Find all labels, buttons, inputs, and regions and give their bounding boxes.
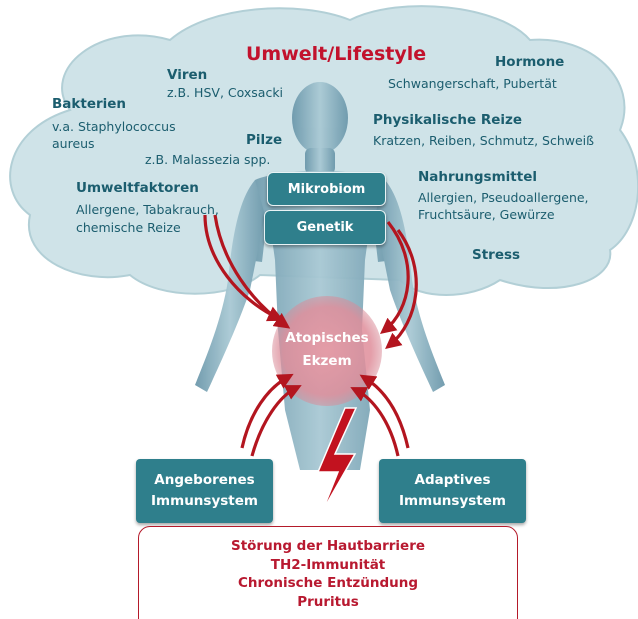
center-label-line1: Atopisches bbox=[272, 327, 382, 350]
factor-pilze-heading: Pilze bbox=[246, 133, 282, 149]
factor-physikalische-reize-heading: Physikalische Reize bbox=[373, 113, 522, 129]
factor-hormone-detail: Schwangerschaft, Pubertät bbox=[388, 77, 557, 91]
factor-bakterien-heading: Bakterien bbox=[52, 97, 126, 113]
factor-umweltfaktoren-detail: Allergene, Tabakrauch, bbox=[76, 203, 219, 217]
factor-physikalische-reize-detail: Kratzen, Reiben, Schmutz, Schweiß bbox=[373, 134, 594, 148]
outcome-item: Pruritus bbox=[139, 593, 517, 612]
adaptive-immune-box: Adaptives Immunsystem bbox=[379, 459, 526, 523]
mikrobiom-box: Mikrobiom bbox=[267, 172, 386, 206]
center-label: Atopisches Ekzem bbox=[272, 327, 382, 373]
curved-arrow bbox=[365, 378, 408, 448]
factor-umweltfaktoren-heading: Umweltfaktoren bbox=[76, 181, 199, 197]
factor-nahrungsmittel-heading: Nahrungsmittel bbox=[418, 170, 537, 186]
adaptive-immune-line2: Immunsystem bbox=[399, 491, 506, 512]
innate-immune-line2: Immunsystem bbox=[151, 491, 258, 512]
outcome-box: Störung der Hautbarriere TH2-Immunität C… bbox=[138, 526, 518, 619]
outcome-item: Störung der Hautbarriere bbox=[139, 537, 517, 556]
factor-bakterien-detail: v.a. Staphylococcus bbox=[52, 120, 176, 134]
factor-nahrungsmittel-detail-2: Fruchtsäure, Gewürze bbox=[418, 208, 555, 222]
factor-stress-heading: Stress bbox=[472, 248, 520, 264]
innate-immune-box: Angeborenes Immunsystem bbox=[136, 459, 273, 523]
factor-umweltfaktoren-detail-2: chemische Reize bbox=[76, 221, 181, 235]
factor-pilze-detail: z.B. Malassezia spp. bbox=[145, 153, 270, 167]
curved-arrow bbox=[242, 377, 288, 448]
outcome-item: TH2-Immunität bbox=[139, 556, 517, 575]
outcome-item: Chronische Entzündung bbox=[139, 574, 517, 593]
factor-nahrungsmittel-detail: Allergien, Pseudoallergene, bbox=[418, 191, 589, 205]
innate-immune-line1: Angeborenes bbox=[151, 470, 258, 491]
genetik-box: Genetik bbox=[264, 210, 386, 245]
factor-hormone-heading: Hormone bbox=[495, 55, 564, 71]
factor-viren-detail: z.B. HSV, Coxsacki bbox=[167, 86, 283, 100]
factor-viren-heading: Viren bbox=[167, 68, 207, 84]
adaptive-immune-line1: Adaptives bbox=[399, 470, 506, 491]
center-label-line2: Ekzem bbox=[272, 350, 382, 373]
factor-bakterien-detail-2: aureus bbox=[52, 137, 95, 151]
title: Umwelt/Lifestyle bbox=[246, 44, 426, 66]
